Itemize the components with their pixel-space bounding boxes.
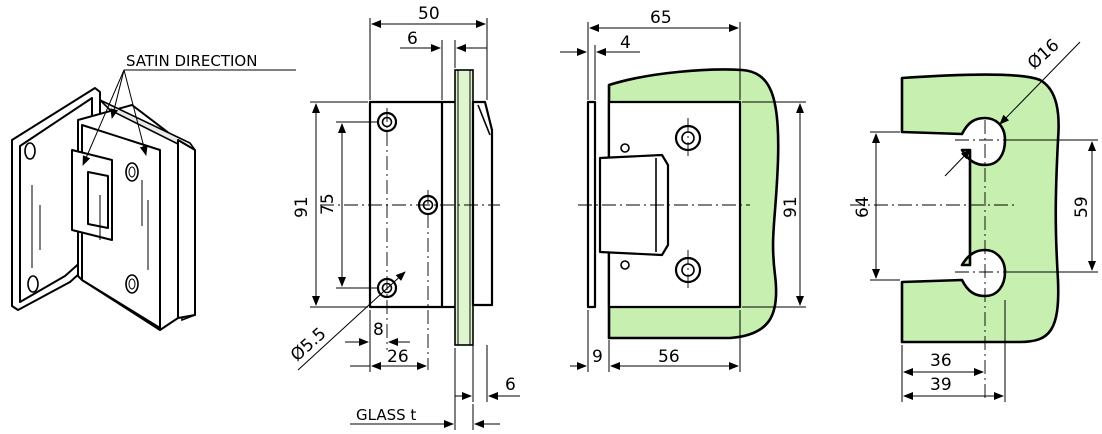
- dim-dia55-leader: [297, 271, 406, 371]
- dim-8: 8: [373, 320, 384, 340]
- satin-direction-label: SATIN DIRECTION: [126, 52, 257, 70]
- satin-leader-2: [110, 69, 125, 119]
- side-main-plate: [368, 100, 444, 309]
- iso-hole-1: [24, 142, 36, 160]
- side-view: 50 6 91 75 Ø5.5 8 26 6: [287, 4, 520, 430]
- glass-t-label: GLASS t: [356, 406, 416, 424]
- glass-cutout-view: Ø16 64 59 36 39: [850, 35, 1098, 402]
- dim-59: 59: [1072, 196, 1092, 218]
- front-pin-top: [620, 143, 630, 153]
- iso-hinge-inner: [87, 171, 109, 229]
- iso-hole-3-inner: [128, 166, 136, 178]
- dim-6-bottom: 6: [505, 375, 516, 395]
- front-pin-bottom: [620, 260, 630, 270]
- front-view: 65 4 91 9 56: [560, 8, 806, 372]
- dim-56: 56: [658, 347, 680, 367]
- dim-91-side: 91: [292, 196, 312, 218]
- satin-leader-1: [82, 69, 125, 166]
- dim-6-top: 6: [407, 29, 418, 49]
- side-clamp-plate: [471, 100, 494, 307]
- dim-91-front: 91: [781, 196, 801, 218]
- iso-hole-3: [125, 162, 139, 182]
- cutout-glass-shape: [900, 73, 1060, 344]
- dim-64: 64: [853, 196, 873, 218]
- dim-26: 26: [387, 347, 409, 367]
- dim-75: 75: [318, 193, 338, 215]
- dim-39: 39: [930, 375, 952, 395]
- dim-dia-16: Ø16: [1024, 35, 1063, 73]
- dim-9: 9: [592, 347, 603, 367]
- side-clamp-bevel: [477, 104, 491, 136]
- satin-leader-3: [123, 69, 148, 156]
- dim-4: 4: [620, 33, 631, 53]
- dia16-leader-in: [944, 149, 971, 177]
- front-thin-plate: [586, 100, 597, 309]
- isometric-view: SATIN DIRECTION: [11, 52, 296, 331]
- iso-hole-4: [125, 274, 139, 294]
- dim-dia-5-5: Ø5.5: [287, 324, 330, 366]
- dim-65: 65: [650, 8, 672, 28]
- iso-hole-4-inner: [128, 278, 136, 290]
- iso-right-plate: [177, 139, 196, 319]
- iso-hole-2: [27, 275, 39, 293]
- dim-50: 50: [418, 4, 440, 24]
- dia16-leader-out: [999, 41, 1081, 125]
- dim-36: 36: [930, 351, 952, 371]
